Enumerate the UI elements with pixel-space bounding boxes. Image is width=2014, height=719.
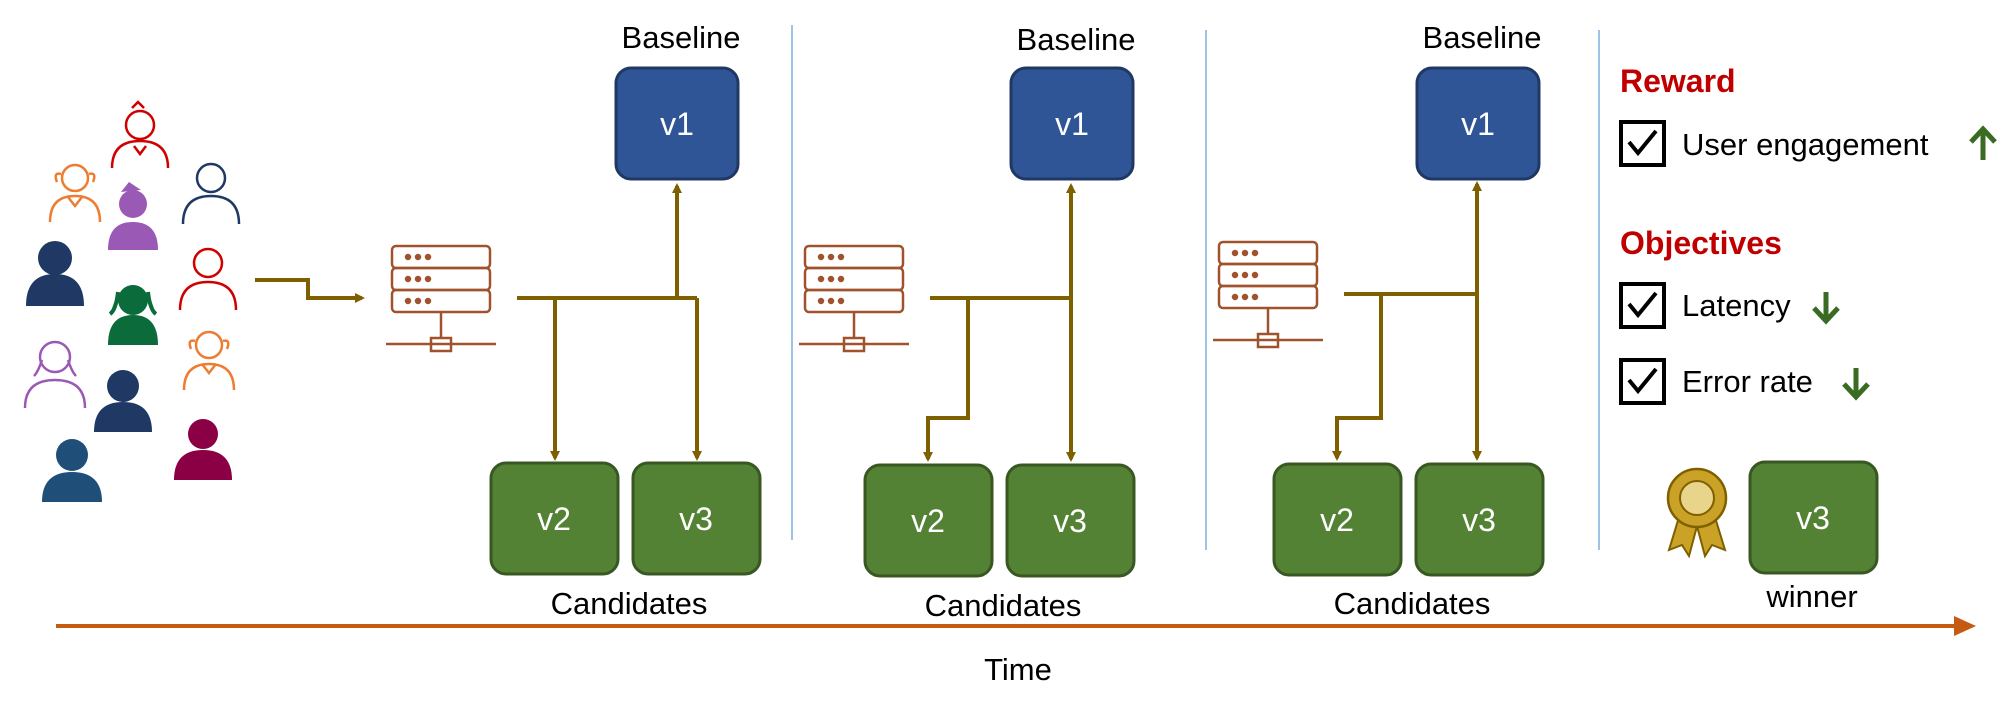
reward-item-label: User engagement <box>1682 127 1929 162</box>
time-label: Time <box>984 652 1052 687</box>
user-icon-navy-filled-2 <box>94 370 152 432</box>
baseline-version: v1 <box>1461 106 1495 142</box>
user-icon-steel-filled <box>42 439 102 502</box>
winner-version: v3 <box>1796 500 1830 536</box>
user-icon-purple-1 <box>23 340 87 409</box>
checkmark-icon <box>1627 129 1658 157</box>
user-icon-navy-1 <box>181 162 241 225</box>
candidates-label: Candidates <box>551 586 708 621</box>
candidate-box-v3: v3 <box>631 461 762 576</box>
objective-item-label: Latency <box>1682 288 1791 323</box>
candidate-version: v2 <box>537 501 571 537</box>
candidate-version: v3 <box>1462 502 1496 538</box>
baseline-label: Baseline <box>622 20 741 55</box>
server-icon-2 <box>799 244 909 353</box>
checkmark-icon <box>1627 291 1658 319</box>
objective-item-error-rate: Error rate <box>1619 358 1870 405</box>
baseline-box: v1 <box>614 66 740 181</box>
criteria-panel: Reward User engagement Objectives Latenc… <box>1619 63 1997 614</box>
candidate-box-v3: v3 <box>1414 462 1545 577</box>
checkbox-icon <box>1619 282 1666 329</box>
candidate-version: v3 <box>679 501 713 537</box>
baseline-box: v1 <box>1009 66 1135 181</box>
arrow-down-icon <box>1812 292 1840 325</box>
user-icon-orange-2 <box>182 330 236 391</box>
user-icon-magenta-filled <box>174 419 232 480</box>
stage-1: Baseline v1 v2 v3 Candidates <box>489 20 762 621</box>
server-icon-1 <box>386 244 496 353</box>
baseline-version: v1 <box>660 106 694 142</box>
routing-lines-stage-3 <box>1332 181 1482 461</box>
checkmark-icon <box>1627 367 1658 395</box>
reward-item-user-engagement: User engagement <box>1619 120 1997 167</box>
candidates-label: Candidates <box>925 588 1082 623</box>
baseline-box: v1 <box>1415 66 1541 181</box>
routing-lines-stage-1 <box>517 183 702 461</box>
baseline-version: v1 <box>1055 106 1089 142</box>
candidate-box-v3: v3 <box>1005 463 1136 578</box>
checkbox-icon <box>1619 120 1666 167</box>
routing-lines-stage-2 <box>923 183 1076 462</box>
checkbox-icon <box>1619 358 1666 405</box>
stage-dividers <box>791 25 1600 550</box>
candidates-label: Candidates <box>1334 586 1491 621</box>
candidate-box-v2: v2 <box>863 463 994 578</box>
baseline-label: Baseline <box>1423 20 1542 55</box>
user-icon-red-2 <box>178 247 238 311</box>
candidate-box-v2: v2 <box>1272 462 1403 577</box>
user-icon-red-1 <box>110 100 170 169</box>
stage-3: Baseline v1 v2 v3 Candidates <box>1272 20 1545 621</box>
baseline-label: Baseline <box>1017 22 1136 57</box>
award-ribbon-icon <box>1666 467 1728 559</box>
reward-title: Reward <box>1620 63 1736 99</box>
winner-box: v3 <box>1748 460 1879 575</box>
objective-item-label: Error rate <box>1682 364 1813 399</box>
candidate-box-v2: v2 <box>489 461 620 576</box>
candidate-version: v2 <box>911 503 945 539</box>
user-icon-purple-filled <box>108 182 158 250</box>
objective-item-latency: Latency <box>1619 282 1840 329</box>
user-icon-orange-1 <box>48 163 102 223</box>
arrow-up-icon <box>1969 125 1997 160</box>
arrow-down-icon <box>1842 368 1870 401</box>
candidate-version: v3 <box>1053 503 1087 539</box>
objectives-title: Objectives <box>1620 225 1782 261</box>
user-icon-navy-filled-1 <box>26 241 84 306</box>
users-group <box>23 100 241 502</box>
candidate-version: v2 <box>1320 502 1354 538</box>
user-icon-green-filled <box>108 285 158 345</box>
server-icon-3 <box>1213 240 1323 349</box>
winner-label: winner <box>1765 579 1857 614</box>
stage-2: Baseline v1 v2 v3 Candidates <box>863 22 1136 623</box>
incoming-traffic-arrow <box>255 278 365 303</box>
